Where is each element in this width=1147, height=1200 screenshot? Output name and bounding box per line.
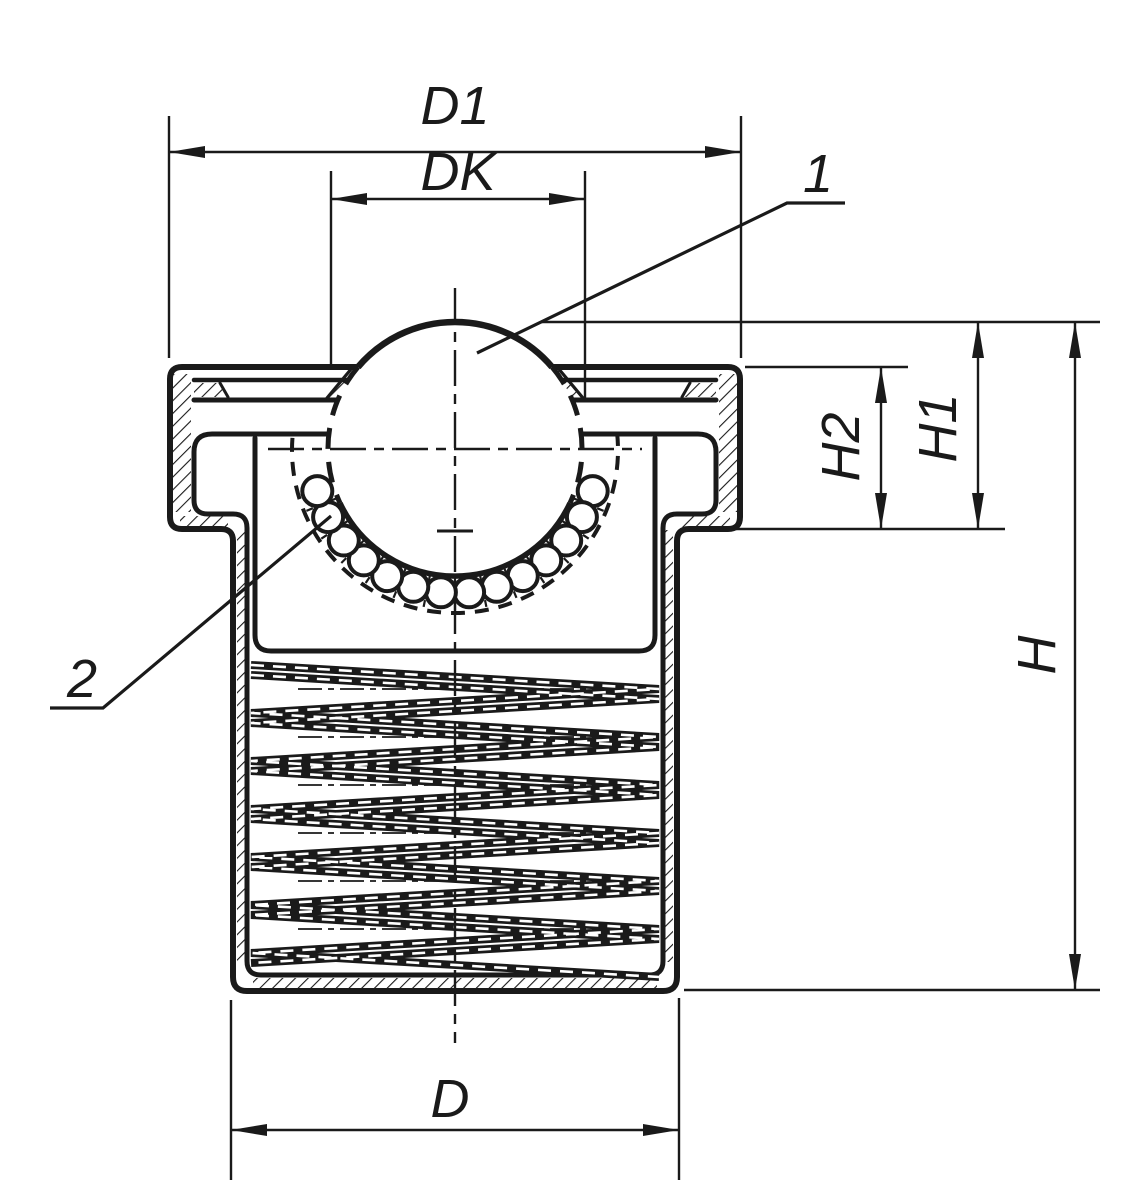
bearing-ball [300,474,335,509]
cover-edge-slant-left [218,381,230,399]
label-d: D [431,1069,470,1129]
arrow-h1-up [972,322,984,358]
ball-retainer-tick [305,507,314,512]
arrow-d1-right [705,146,741,158]
hatch-flange-fold-right [682,516,730,527]
arrow-h2-down [875,493,887,529]
arrow-h-up [1069,322,1081,358]
cover-edge-slant-right [680,381,692,399]
arrow-h-down [1069,954,1081,990]
bearing-ball [564,500,599,535]
label-part-2: 2 [66,649,97,709]
label-part-1: 1 [803,144,833,204]
bearing-ball [326,523,361,558]
ball-retainer-tick [364,576,371,584]
ball-retainer-tick [483,599,488,608]
ball-retainer-tick [596,507,605,512]
ball-retainer-tick [392,590,398,599]
hatch-cover-edge-right [682,383,716,397]
main-ball-hidden-arc-right [550,365,585,505]
bearing-ball [549,523,584,558]
label-h1: H1 [908,393,968,462]
main-ball-lower-arc [337,501,573,579]
arrow-dk-right [549,193,585,205]
ball-lip-slant-left-outer [325,366,354,400]
ball-lip-slant-right-outer [556,366,585,400]
bearing-ball [370,559,405,594]
bearing-ball-ring [300,474,610,610]
leader-part-2 [50,514,333,710]
ball-retainer-tick [562,557,570,564]
arrow-h1-down [972,493,984,529]
hatch-flange-fold-left [180,516,228,527]
dimension-arrowheads [169,146,1081,1136]
bearing-ball [529,543,564,578]
bearing-ball [452,575,487,610]
hatch-body-wall-right [665,530,673,962]
hatch-flange-wall-left [173,374,191,512]
hatch-body-wall-left [237,530,245,962]
ball-retainer-tick [539,576,546,584]
leader-part-1 [476,201,845,355]
arrow-d-left [231,1124,267,1136]
label-d1: D1 [420,76,489,136]
hatch-flange-wall-right [719,374,737,512]
bearing-ball [479,569,514,604]
arrow-d-right [643,1124,679,1136]
part-leaders [50,201,845,710]
ball-retainer-tick [320,533,328,540]
bearing-ball [423,575,458,610]
spring-back-coil-hidden-dash [250,673,660,965]
label-dk: DK [420,142,497,202]
spring-front-coil-hidden-dash [250,663,660,979]
label-h2: H2 [811,412,871,481]
arrow-dk-left [331,193,367,205]
centerlines [268,288,642,1043]
label-h: H [1007,635,1067,675]
ball-retainer-tick [422,599,427,608]
arrow-d1-left [169,146,205,158]
bearing-ball [346,543,381,578]
ball-retainer-tick [582,533,590,540]
ball-retainer-tick [512,590,518,599]
labels: D1 DK D H2 H1 H 1 2 [66,76,1067,1129]
hatch-cover-edge-left [194,383,228,397]
arrow-h2-up [875,367,887,403]
ball-retainer-tick [340,557,348,564]
main-ball-hidden-arc-left [325,365,360,505]
